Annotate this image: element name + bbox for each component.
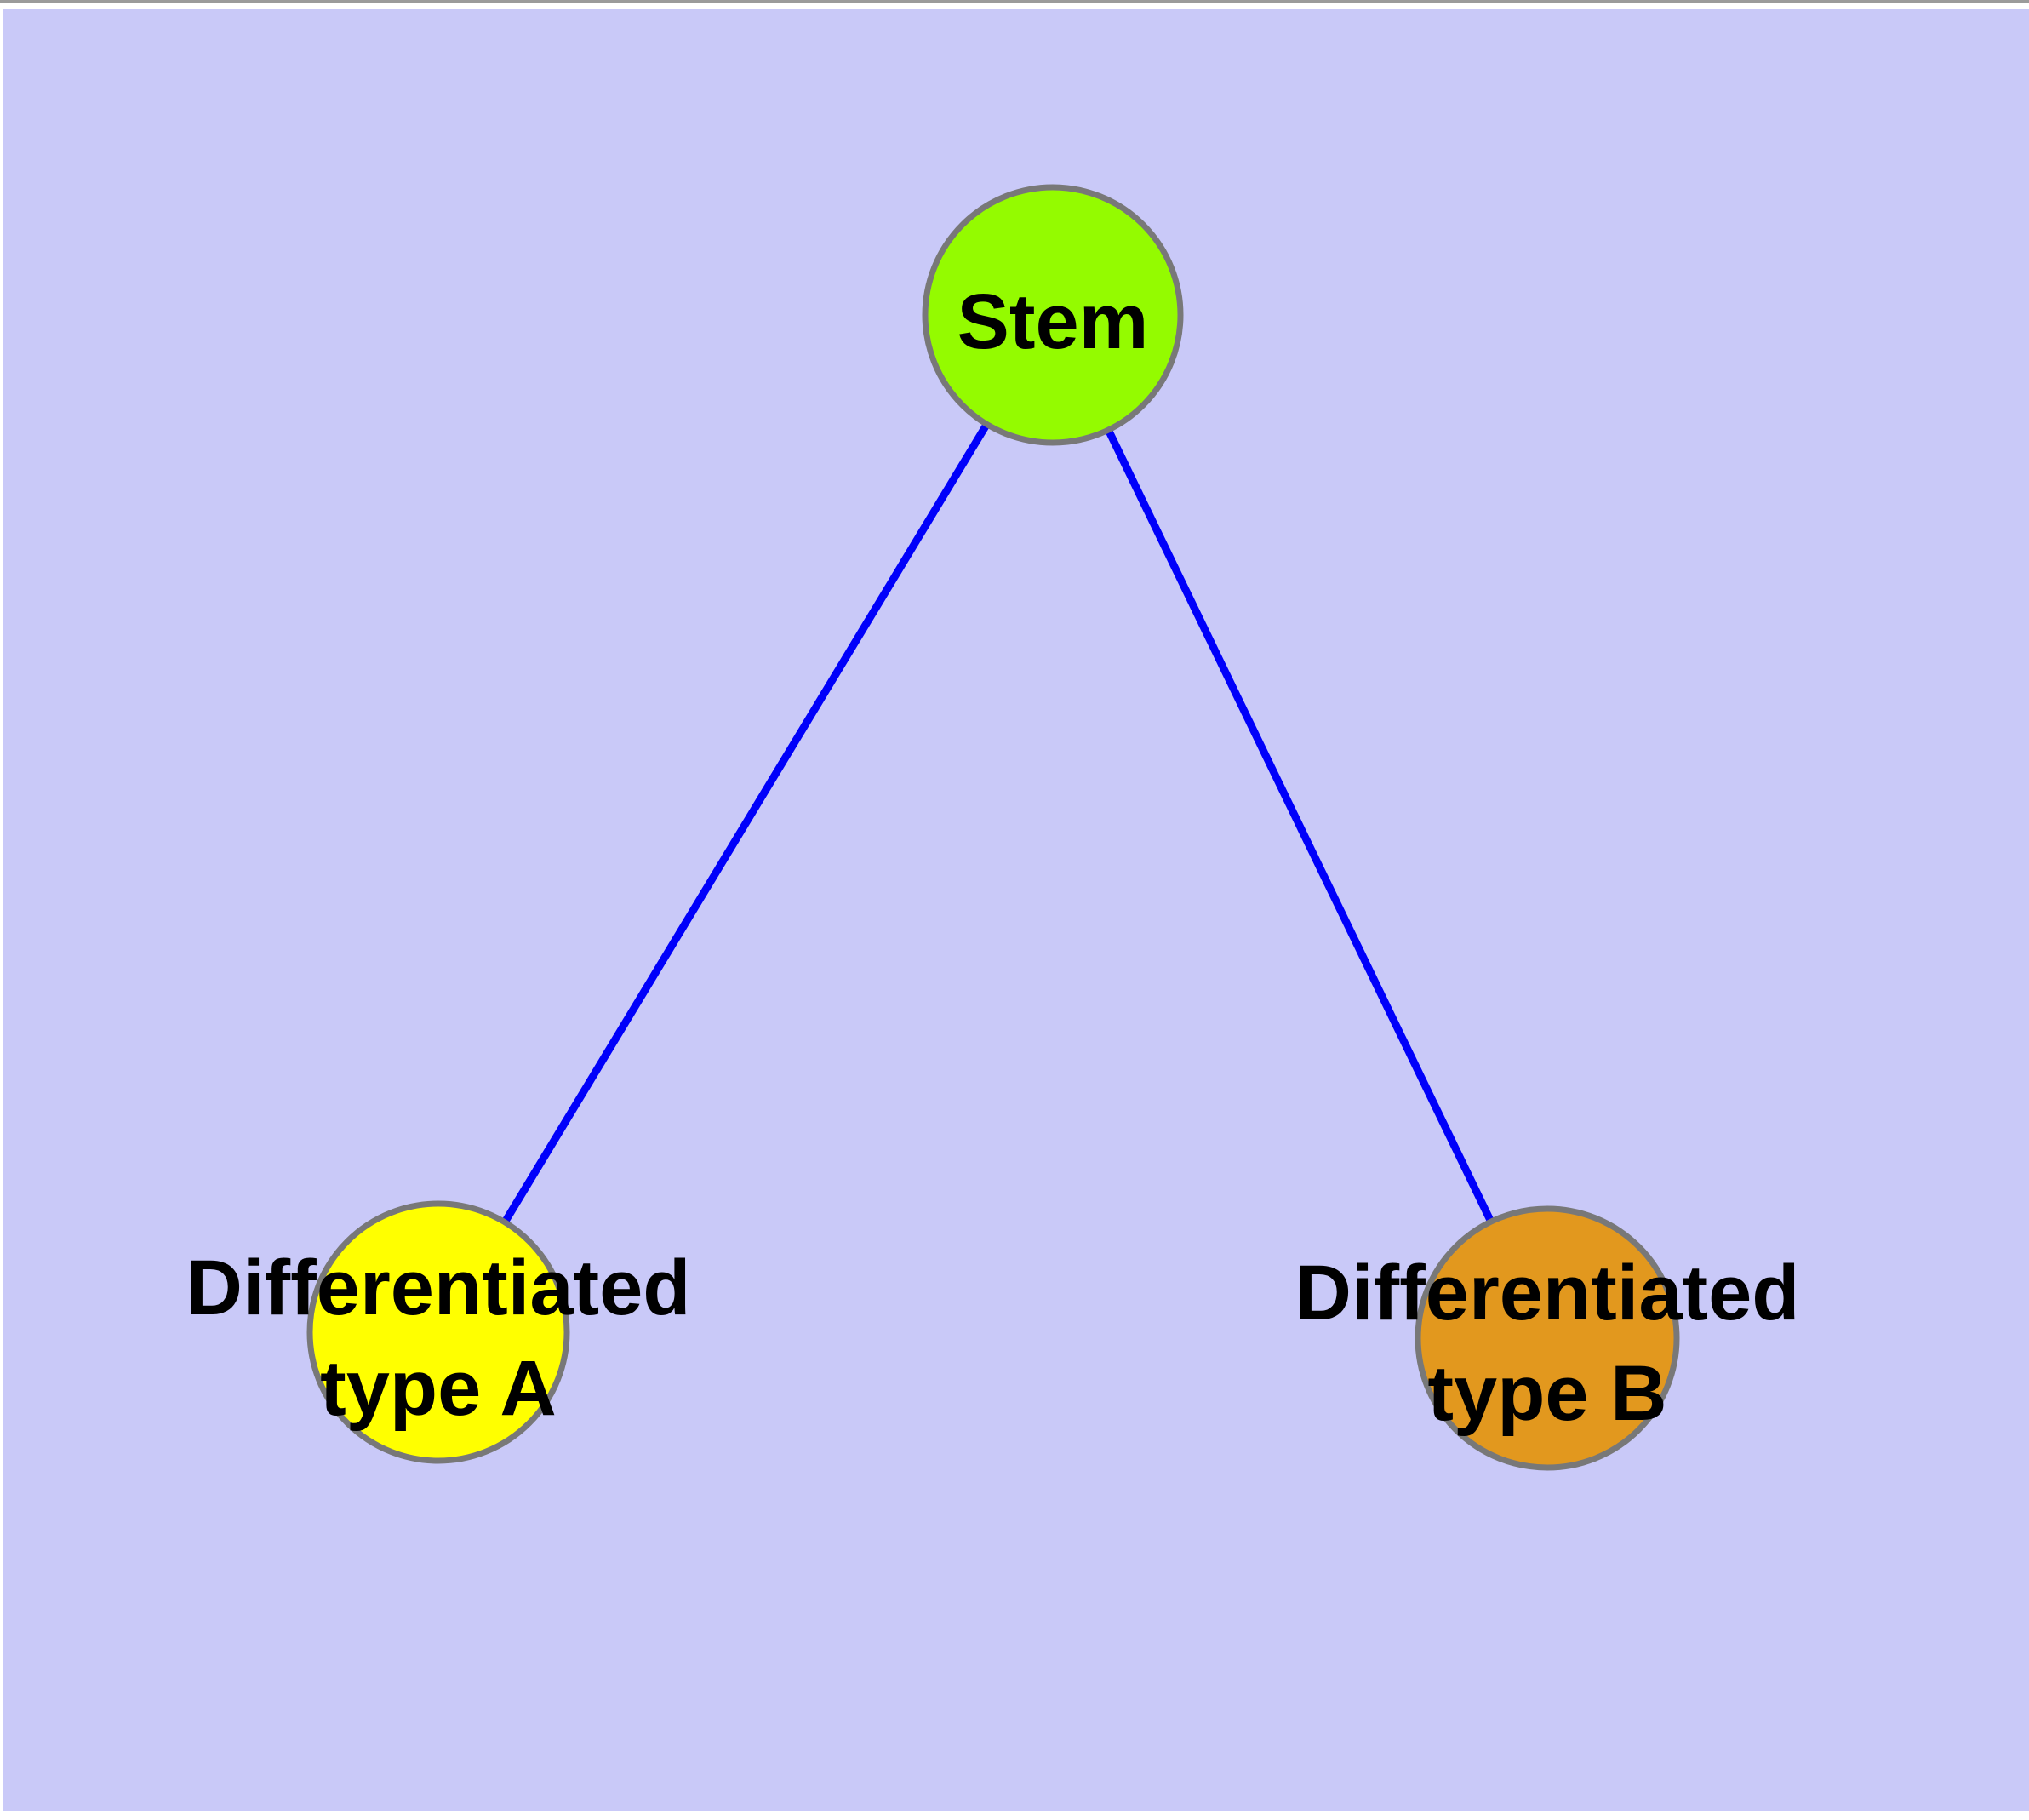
node-type-b-circle xyxy=(1415,1205,1680,1471)
node-stem-circle xyxy=(922,184,1184,446)
node-stem-label: Stem xyxy=(957,278,1149,365)
node-type-a-circle xyxy=(306,1200,570,1464)
node-type-b-label: Differentiated type B xyxy=(1295,1243,1800,1444)
edge-stem-to-type-b xyxy=(1049,311,1552,1342)
window-top-border xyxy=(0,0,2029,3)
node-type-a-label: Differentiated type A xyxy=(186,1238,691,1439)
node-type-b-label-line2: type B xyxy=(1427,1350,1667,1437)
node-type-a-label-line2: type A xyxy=(320,1345,557,1432)
edge-stem-to-type-a xyxy=(434,311,1057,1336)
node-type-b-label-line1: Differentiated xyxy=(1295,1250,1800,1336)
node-type-a-label-line1: Differentiated xyxy=(186,1245,691,1331)
